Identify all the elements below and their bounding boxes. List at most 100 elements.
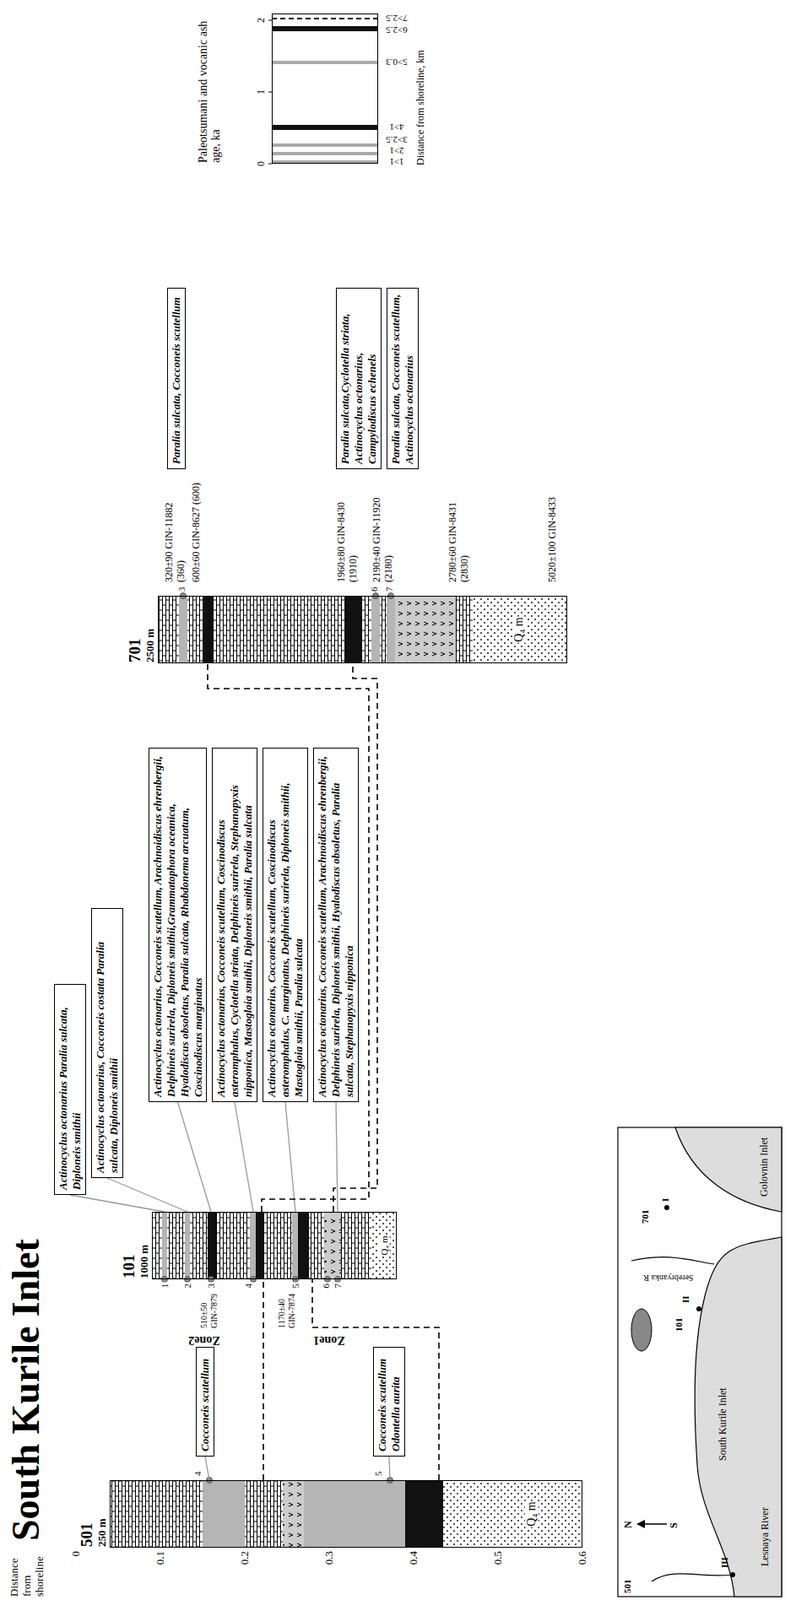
- annotation-label: I: [660, 1198, 672, 1202]
- timeline-bar: Paleotsumani and vocanic ash age, ka: [271, 13, 379, 164]
- taxa-list: Paralia sulcata,Cyclotella striata, Acti…: [338, 292, 379, 465]
- annotation-label: 2780±60 GIN-8431 (2830): [447, 479, 471, 583]
- map-inset: [617, 1127, 782, 1598]
- taxa-box: Cocconeis scutellum Odontella aurita: [373, 1347, 406, 1457]
- annotation-label: N: [622, 1521, 635, 1529]
- stratum-layer: [386, 595, 396, 664]
- annotation-label: S: [668, 1522, 681, 1529]
- annotation-label: 1: [255, 89, 268, 95]
- stratum-layer: [207, 1212, 217, 1280]
- stratum-layer: [212, 595, 345, 664]
- taxa-list: Paralia sulcata, Cocconeis scutellum: [169, 292, 184, 465]
- annotation-label: 0.5: [492, 1551, 505, 1565]
- taxa-list: Actinocyclus octonarius, Cocconeis scute…: [214, 752, 255, 1098]
- leader-line: [70, 1195, 165, 1213]
- stratum-layer: [151, 1212, 163, 1280]
- annotation-label: Zone2: [188, 1333, 220, 1348]
- stratum-layer: [405, 1480, 444, 1549]
- annotation-label: Golovnin Inlet: [758, 1137, 771, 1197]
- annotation-label: 701: [639, 1210, 651, 1225]
- annotation-label: 2190±40 GIN-11920 (2180): [371, 479, 396, 583]
- annotation-label: III: [719, 1557, 731, 1569]
- header-text: 2500 m: [144, 628, 157, 663]
- leader-line: [285, 1102, 296, 1213]
- annotation-label: 0.4: [407, 1551, 421, 1565]
- taxa-list: Actinocyclus octonarius, Cocconeis scute…: [265, 752, 306, 1098]
- header-text: 250 m: [96, 1518, 109, 1548]
- leader-line: [178, 1102, 212, 1213]
- annotation-label: II: [680, 1295, 692, 1304]
- stratum-layer: [303, 1480, 406, 1549]
- annotation-label: 4: [243, 1283, 255, 1290]
- annotation-label: 1>1: [389, 157, 404, 168]
- sample-marker: [162, 1277, 168, 1284]
- taxa-list: Actinocyclus octonarius, Cocconeis scute…: [315, 752, 357, 1098]
- stratum-layer: [344, 595, 362, 664]
- annotation-label: 5: [373, 1471, 385, 1478]
- leader-line: [389, 1456, 390, 1481]
- correlation-line: [312, 1279, 439, 1481]
- taxa-box: Paralia sulcata,Cyclotella striata, Acti…: [335, 287, 382, 470]
- annotation-label: Distance from shoreline, km: [415, 5, 428, 166]
- annotation-label: 3: [176, 586, 188, 594]
- annotation-label: 1960±80 GIN-8430 (1910): [335, 479, 360, 583]
- annotation-label: 501: [622, 1580, 634, 1595]
- annotation-label: 0: [70, 1551, 83, 1558]
- stratum-layer: [202, 1480, 245, 1549]
- annotation-label: 1: [159, 1283, 171, 1290]
- annotation-label: 6: [320, 1283, 332, 1290]
- correlation-line: [207, 663, 369, 1213]
- stratum-layer: [187, 595, 203, 664]
- annotation-label: 2: [255, 17, 268, 23]
- header-text: Paleotsumani and vocanic ash age, ka: [196, 2, 223, 163]
- column-header: 7012500 m: [126, 628, 159, 663]
- annotation-label: 3>2.5: [385, 135, 407, 147]
- taxa-list: Cocconeis scutellum: [198, 1352, 212, 1452]
- stratum-layer: [282, 1480, 304, 1549]
- annotation-label: 0.1: [154, 1551, 168, 1565]
- taxa-box: Actinocyclus octonarius, Cocconeis costa…: [91, 908, 124, 1179]
- stratum-layer: [202, 595, 213, 664]
- annotation-label: Q₄ m: [378, 1234, 390, 1256]
- stratum-layer: [371, 1212, 397, 1280]
- stratum-layer: [361, 595, 372, 664]
- annotation-label: 1170±40 GIN-7874: [276, 1288, 297, 1330]
- sample-marker: [292, 1277, 299, 1284]
- annotation-label: 2: [182, 1283, 194, 1290]
- annotation-label: 4: [192, 1471, 204, 1478]
- taxa-box: Actinocyclus octonarius, Cocconeis scute…: [313, 747, 359, 1103]
- taxa-box: Paralia sulcata, Cocconeis scutellum: [167, 287, 186, 470]
- leader-line: [205, 1456, 210, 1481]
- column-header: Paleotsumani and vocanic ash age, ka: [196, 2, 226, 163]
- site-number: 501: [78, 1518, 97, 1548]
- site-number: 101: [120, 1245, 139, 1279]
- annotation-label: 2>1: [389, 146, 404, 157]
- taxa-list: Paralia sulcata, Cocconeis scutellum, Ac…: [389, 292, 417, 465]
- annotation-label: 101: [673, 1318, 685, 1333]
- column-header: 501250 m: [78, 1518, 111, 1548]
- annotation-label: 0.2: [238, 1551, 252, 1565]
- annotation-label: Distance from shoreline: [8, 1546, 47, 1598]
- stratum-layer: [244, 1480, 283, 1549]
- stratum-layer: [292, 1212, 298, 1280]
- site-number: 701: [126, 628, 145, 663]
- stratum-layer: [341, 1212, 372, 1280]
- sample-marker: [324, 1277, 331, 1284]
- leader-line: [335, 1102, 338, 1213]
- stratum-layer: [184, 1212, 190, 1280]
- stratum-layer: [455, 595, 473, 664]
- annotation-label: 0.3: [323, 1551, 336, 1565]
- taxa-box: Actinocyclus octonarius, Cocconeis scute…: [262, 747, 309, 1103]
- annotation-label: 7: [332, 1283, 344, 1290]
- taxa-list: Actinocyclus octonarius, Cocconeis scute…: [151, 752, 205, 1098]
- stratum-layer: [443, 1480, 583, 1549]
- stratum-layer: [249, 1212, 256, 1280]
- core-column: 1011000 m: [151, 1212, 397, 1280]
- taxa-box: Actinocyclus octonarius, Cocconeis scute…: [211, 747, 258, 1103]
- figure-title: South Kurile Inlet: [3, 1239, 49, 1542]
- stratum-layer: [395, 595, 456, 664]
- stratum-layer: [109, 1480, 203, 1549]
- stratum-layer: [324, 1212, 342, 1280]
- taxa-box: Cocconeis scutellum: [195, 1347, 215, 1457]
- taxa-list: Cocconeis scutellum Odontella aurita: [375, 1352, 403, 1452]
